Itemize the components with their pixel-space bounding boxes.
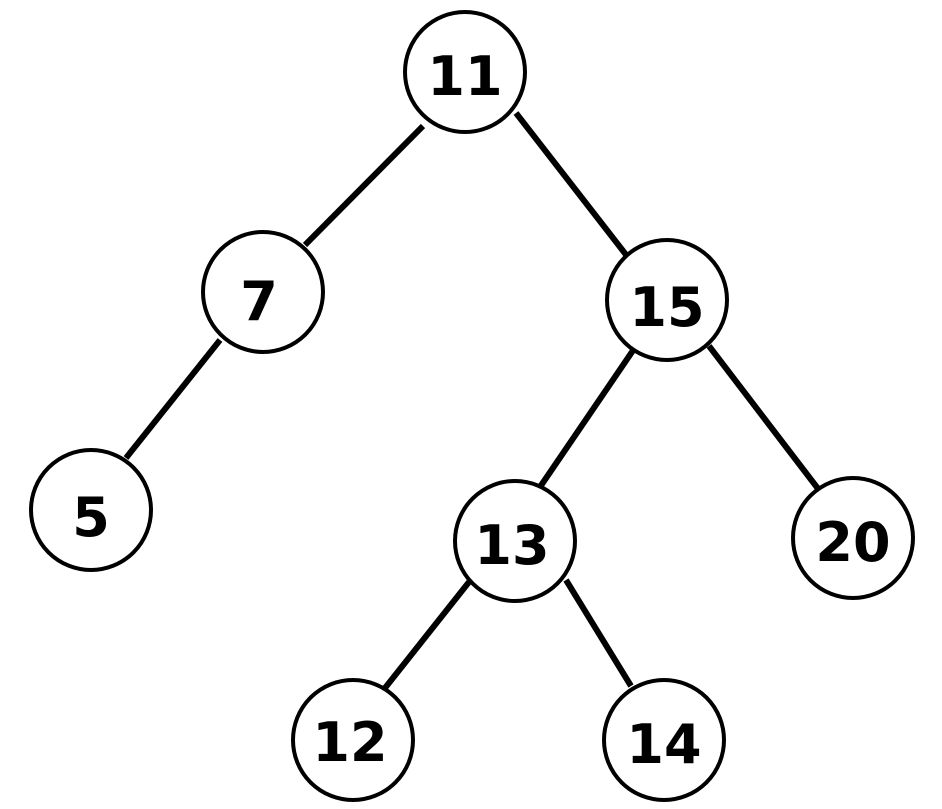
edge-11-7 xyxy=(302,123,426,248)
node-label-12: 12 xyxy=(312,711,387,774)
node-label-15: 15 xyxy=(629,276,704,339)
edge-13-12 xyxy=(382,580,472,690)
node-label-14: 14 xyxy=(626,713,701,776)
node-circle xyxy=(29,448,153,572)
edges-group xyxy=(123,111,822,690)
node-label-7: 7 xyxy=(240,270,278,333)
edge-11-15 xyxy=(513,111,630,258)
node-label-13: 13 xyxy=(474,514,549,577)
node-label-5: 5 xyxy=(72,486,110,549)
tree-node: 20 xyxy=(791,476,915,600)
tree-node: 13 xyxy=(453,479,577,603)
node-label-20: 20 xyxy=(815,511,890,574)
tree-node: 5 xyxy=(29,448,153,572)
edge-13-14 xyxy=(563,578,634,688)
node-circle xyxy=(201,230,325,354)
tree-node: 14 xyxy=(602,678,726,802)
tree-node: 12 xyxy=(291,678,415,802)
node-circle xyxy=(291,678,415,802)
node-label-11: 11 xyxy=(427,45,502,108)
node-circle xyxy=(403,10,527,134)
edge-15-13 xyxy=(537,347,637,489)
tree-node: 11 xyxy=(403,10,527,134)
edge-7-5 xyxy=(123,338,223,460)
edge-15-20 xyxy=(706,344,822,492)
node-circle xyxy=(453,479,577,603)
tree-node: 15 xyxy=(605,238,729,362)
tree-node: 7 xyxy=(201,230,325,354)
node-circle xyxy=(791,476,915,600)
node-circle xyxy=(605,238,729,362)
node-circle xyxy=(602,678,726,802)
